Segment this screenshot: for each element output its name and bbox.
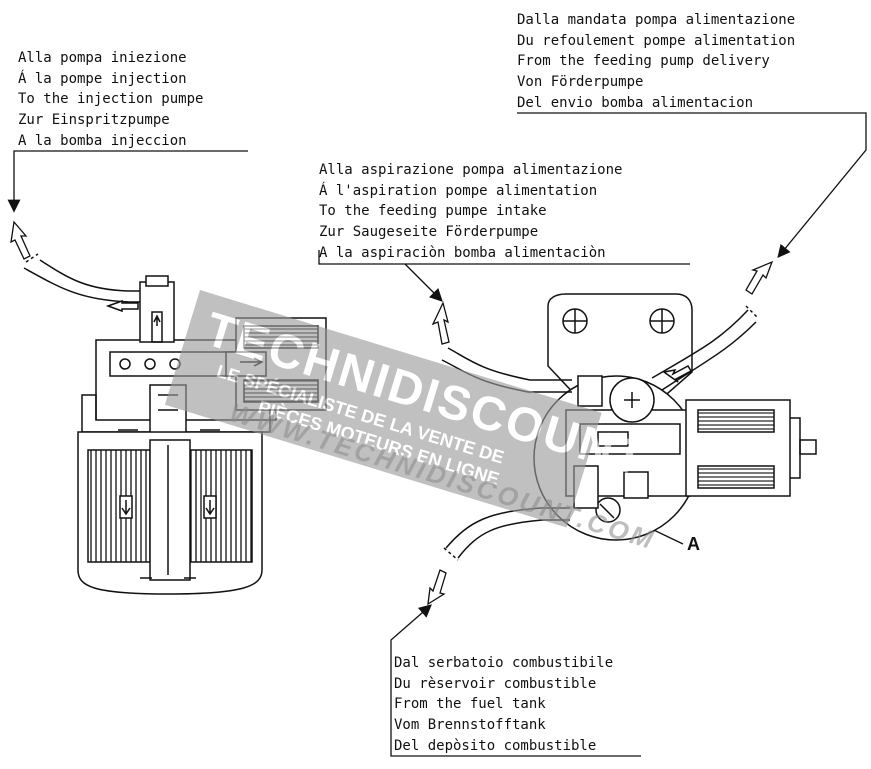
flow-arrow-injection [10, 220, 31, 260]
filter-assembly [23, 253, 327, 595]
label-line: A la bomba injeccion [18, 132, 187, 149]
leader-tank [390, 604, 641, 757]
label-line: Zur Saugeseite Förderpumpe [319, 224, 539, 241]
label-line: From the feeding pump delivery [517, 53, 770, 70]
label-line: Zur Einspritzpumpe [18, 112, 170, 129]
label-line: A la aspiraciòn bomba alimentaciòn [319, 244, 606, 261]
label-line: Á l'aspiration pompe alimentation [319, 182, 598, 199]
leader-injection [7, 150, 248, 213]
marker-a: A [687, 534, 700, 554]
label-line: Del envio bomba alimentacion [517, 94, 754, 111]
flow-arrow-delivery [745, 260, 774, 295]
label-to-feeding-pump-intake: Alla aspirazione pompa alimentazione Á l… [319, 160, 622, 264]
label-line: To the injection pumpe [18, 91, 204, 108]
label-line: Alla aspirazione pompa alimentazione [319, 162, 623, 178]
label-line: Du rèservoir combustible [394, 675, 597, 692]
label-from-feeding-pump-delivery: Dalla mandata pompa alimentazione Du ref… [517, 10, 795, 114]
label-line: Vom Brennstofftank [394, 717, 546, 734]
label-from-fuel-tank: Dal serbatoio combustibile Du rèservoir … [394, 653, 613, 757]
label-line: Á la pompe injection [18, 70, 187, 87]
pump-assembly [441, 293, 817, 561]
label-line: Von Förderpumpe [517, 74, 644, 91]
flow-arrow-tank [427, 569, 447, 606]
flow-arrow-intake [431, 301, 450, 345]
label-line: Del depòsito combustible [394, 737, 597, 754]
label-line: To the feeding pumpe intake [319, 203, 547, 220]
label-line: Du refoulement pompe alimentation [517, 32, 796, 49]
label-line: Dalla mandata pompa alimentazione [517, 12, 796, 28]
label-to-injection-pump: Alla pompa iniezione Á la pompe injectio… [18, 48, 203, 152]
label-line: Dal serbatoio combustibile [394, 655, 614, 671]
leader-delivery [517, 112, 867, 259]
label-line: From the fuel tank [394, 696, 546, 713]
label-line: Alla pompa iniezione [18, 50, 187, 66]
